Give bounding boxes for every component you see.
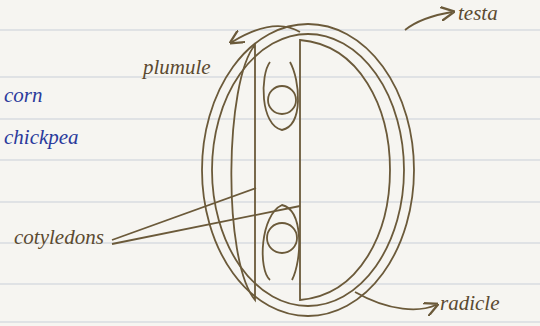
note-text: corn — [4, 84, 43, 107]
part-label: cotyledons — [14, 226, 104, 249]
part-label: radicle — [440, 292, 499, 315]
part-label: testa — [458, 2, 498, 25]
ruled-lines — [0, 30, 540, 322]
seed-drawing — [112, 12, 452, 316]
part-label: plumule — [143, 56, 211, 79]
note-text: chickpea — [4, 126, 79, 149]
